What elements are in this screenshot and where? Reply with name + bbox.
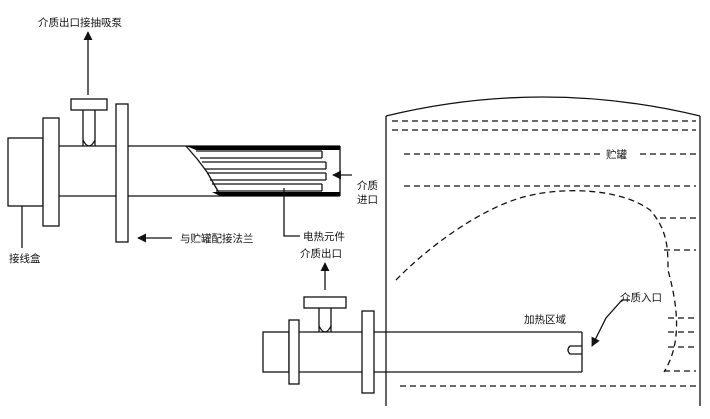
heating-element-bundle (186, 146, 340, 196)
medium-outlet-label: 介质出口 (300, 247, 342, 260)
medium-inlet-tank-arrow (591, 299, 630, 347)
outlet-flange-left (70, 98, 108, 111)
outlet-to-pump-label: 介质出口接抽吸泵 (38, 16, 122, 29)
medium-inlet-tank-label: 介质入口 (620, 292, 662, 304)
medium-inlet-label-line2: 进口 (357, 194, 378, 206)
heating-element-label: 电热元件 (303, 230, 345, 243)
outlet-flange-tank (303, 296, 347, 309)
tank-label: 贮罐 (606, 148, 627, 161)
tank-connection-flange (115, 103, 129, 243)
heating-zone-boundary (395, 190, 678, 373)
tank-heater-assembly (262, 296, 583, 394)
tank-heater-flange-small (288, 319, 300, 385)
tank-heater-flange (361, 310, 375, 394)
left-heater-assembly (7, 98, 341, 243)
junction-flange (42, 117, 60, 227)
heating-zone-label: 加热区域 (524, 313, 566, 326)
junction-box-label: 接线盒 (9, 252, 41, 265)
storage-tank (385, 96, 701, 406)
medium-inlet-label-line1: 介质 (357, 180, 378, 192)
flange-to-tank-label: 与贮罐配接法兰 (180, 232, 254, 245)
heating-element-leader (283, 188, 300, 237)
junction-box-body (7, 137, 44, 207)
